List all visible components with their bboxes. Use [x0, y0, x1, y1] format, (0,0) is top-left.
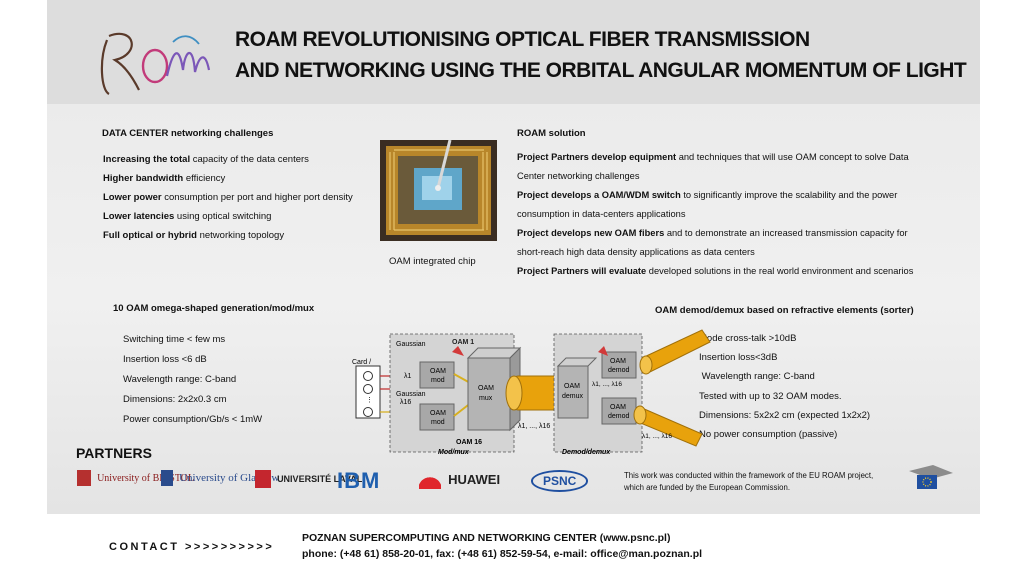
card-block: Card / ⋮ [352, 359, 381, 419]
partner-logo-ibm: IBM [337, 468, 381, 493]
lambda16-label: λ16 [400, 399, 411, 406]
list-item: Project Partners will evaluate developed… [517, 266, 914, 276]
partner-logo-bristol: University of BRISTOL [77, 470, 194, 486]
demod-specs: Mode cross-talk >10dB Insertion loss<3dB… [699, 329, 870, 444]
svg-text:λ1, ..., λ16: λ1, ..., λ16 [642, 433, 672, 440]
svg-text:mux: mux [479, 395, 493, 402]
partner-logo-glasgow: University of Glasgow [161, 470, 279, 486]
svg-text:demux: demux [562, 393, 584, 400]
eu-funding-note: This work was conducted within the frame… [624, 471, 874, 492]
spec-item: Dimensions: 2x2x0.3 cm [123, 394, 227, 405]
partner-logo-huawei: HUAWEI [419, 472, 500, 490]
generation-specs: Switching time < few ms Insertion loss <… [123, 330, 262, 430]
roam-logo [100, 32, 211, 95]
list-item: Full optical or hybrid networking topolo… [103, 230, 285, 241]
roam-solution-list: Project Partners develop equipment and t… [517, 148, 931, 281]
contact-org: POZNAN SUPERCOMPUTING AND NETWORKING CEN… [302, 532, 671, 544]
list-item: Increasing the total capacity of the dat… [103, 154, 309, 165]
contact-phone: phone: (+48 61) 858-20-01, fax: (+48 61)… [302, 548, 703, 560]
list-item: Project develops new OAM fibers and to d… [517, 228, 908, 257]
poster: ROAM REVOLUTIONISING OPTICAL FIBER TRANS… [47, 0, 980, 514]
svg-text:OAM: OAM [610, 404, 626, 411]
list-item: Project develops a OAM/WDM switch to sig… [517, 190, 898, 219]
svg-text:demod: demod [608, 413, 630, 420]
spec-item: Insertion loss <6 dB [123, 354, 207, 365]
svg-text:OAM: OAM [564, 383, 580, 390]
oam1-label: OAM 1 [452, 339, 474, 346]
contact-info: POZNAN SUPERCOMPUTING AND NETWORKING CEN… [302, 530, 702, 562]
lambda1-label: λ1 [404, 373, 412, 380]
title-line-2: AND NETWORKING USING THE ORBITAL ANGULAR… [235, 59, 967, 82]
list-item: Project Partners develop equipment and t… [517, 152, 909, 181]
oam-system-diagram: Card / ⋮ Gaussian OAM 1 λ1 Gaussian λ16 … [352, 329, 711, 456]
list-item: Higher bandwidth efficiency [103, 173, 226, 184]
demod-demux-label: Demod/demux [562, 449, 611, 456]
title-line-1: ROAM REVOLUTIONISING OPTICAL FIBER TRANS… [235, 28, 810, 51]
spec-item: Dimensions: 5x2x2 cm (expected 1x2x2) [699, 409, 871, 421]
contact-label: CONTACT >>>>>>>>>> [109, 541, 275, 553]
spec-item: Tested with up to 32 OAM modes. [699, 390, 842, 402]
svg-text:OAM: OAM [478, 385, 494, 392]
roam-solution-heading: ROAM solution [517, 128, 586, 139]
partner-logo-psnc: PSNC [531, 470, 589, 492]
lambda-range-label: λ1, ..., λ16 [518, 423, 550, 430]
svg-text:⋮: ⋮ [366, 397, 373, 404]
partners-heading: PARTNERS [76, 445, 152, 461]
datacenter-list: Increasing the total capacity of the dat… [103, 150, 353, 245]
spec-item: Power consumption/Gb/s < 1mW [123, 414, 263, 425]
oam-chip-photo [380, 140, 497, 241]
svg-text:λ1, ..., λ16: λ1, ..., λ16 [592, 381, 622, 388]
list-item: Lower latencies using optical switching [103, 211, 272, 222]
spec-item: Wavelength range: C-band [699, 371, 815, 383]
svg-text:OAM: OAM [430, 410, 446, 417]
svg-text:OAM: OAM [610, 358, 626, 365]
generation-heading: 10 OAM omega-shaped generation/mod/mux [113, 303, 315, 314]
demod-heading: OAM demod/demux based on refractive elem… [655, 305, 914, 316]
datacenter-heading: DATA CENTER networking challenges [102, 128, 274, 139]
poster-title: ROAM REVOLUTIONISING OPTICAL FIBER TRANS… [235, 24, 967, 86]
svg-text:demod: demod [608, 367, 630, 374]
svg-text:OAM: OAM [430, 368, 446, 375]
spec-item: Insertion loss<3dB [699, 352, 778, 364]
svg-text:mod: mod [431, 419, 445, 426]
list-item: Lower power consumption per port and hig… [103, 192, 353, 203]
spec-item: No power consumption (passive) [699, 429, 838, 441]
gaussian-top: Gaussian [396, 341, 426, 348]
spec-item: Mode cross-talk >10dB [699, 333, 797, 344]
european-commission-logo [909, 465, 953, 489]
oam16-label: OAM 16 [456, 439, 482, 446]
partner-logo-laval: UNIVERSITÉ LAVAL [255, 470, 362, 488]
card-label: Card / [352, 359, 371, 366]
svg-text:mod: mod [431, 377, 445, 384]
gaussian-bottom: Gaussian [396, 391, 426, 398]
spec-item: Switching time < few ms [123, 334, 226, 345]
mod-mux-label: Mod/mux [438, 449, 470, 456]
spec-item: Wavelength range: C-band [123, 374, 237, 385]
chip-caption: OAM integrated chip [389, 256, 476, 267]
